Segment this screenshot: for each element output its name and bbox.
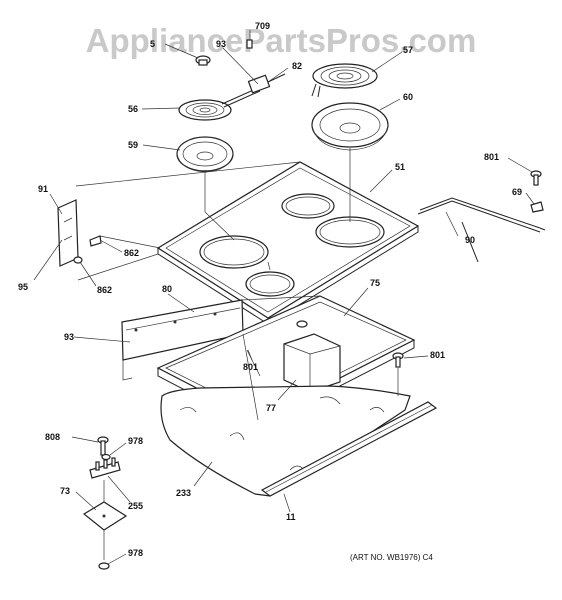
callout-808: 808 [45, 432, 60, 442]
callout-56: 56 [128, 104, 138, 114]
watermark-text: AppliancePartsPros.com [86, 22, 477, 59]
trim-strip [260, 401, 438, 497]
callout-69: 69 [512, 187, 522, 197]
screw-709 [246, 39, 253, 49]
callout-93: 93 [64, 332, 74, 342]
screw-801-right [392, 352, 404, 368]
callout-978-b: 978 [128, 548, 143, 558]
left-bracket [57, 199, 79, 267]
callout-93-top: 93 [216, 39, 226, 49]
screw-808 [97, 436, 109, 456]
drip-pan-large [311, 102, 389, 151]
callout-75: 75 [370, 278, 380, 288]
callout-11: 11 [286, 512, 296, 522]
drip-pan-small [176, 136, 234, 173]
callout-90: 90 [465, 235, 475, 245]
screw-862-a [89, 235, 102, 247]
terminal-block [247, 73, 286, 94]
support-rod [417, 197, 546, 263]
callout-862-a: 862 [124, 248, 139, 258]
callout-5: 5 [150, 39, 155, 49]
callout-978-a: 978 [128, 436, 143, 446]
nut-978-top [101, 453, 111, 461]
callout-709: 709 [255, 21, 270, 31]
screw-5 [195, 55, 211, 66]
callout-82: 82 [292, 61, 302, 71]
callout-80: 80 [162, 284, 172, 294]
callout-59: 59 [128, 140, 138, 150]
clip-69 [530, 201, 544, 213]
callout-91: 91 [38, 184, 48, 194]
surface-element-large [311, 63, 378, 98]
callout-862-b: 862 [97, 285, 112, 295]
callout-801-b: 801 [430, 350, 445, 360]
nut-978-bottom [98, 562, 110, 570]
insulation-box [283, 320, 341, 393]
cooktop [156, 161, 420, 325]
callout-73: 73 [60, 486, 70, 496]
art-number: (ART NO. WB1976) C4 [350, 553, 433, 562]
callout-77: 77 [266, 403, 276, 413]
screw-801-top [530, 170, 542, 186]
callout-801-a: 801 [484, 152, 499, 162]
callout-233: 233 [176, 488, 191, 498]
leader-lines [33, 30, 535, 565]
callout-255: 255 [128, 501, 143, 511]
callout-51: 51 [395, 162, 405, 172]
callout-801-c: 801 [243, 362, 258, 372]
screw-862-b [73, 256, 83, 264]
callout-57: 57 [403, 45, 413, 55]
terminal-255 [89, 457, 121, 479]
surface-element-small [178, 87, 261, 121]
callout-60: 60 [403, 92, 413, 102]
callout-95: 95 [18, 282, 28, 292]
plate-73 [82, 501, 128, 531]
